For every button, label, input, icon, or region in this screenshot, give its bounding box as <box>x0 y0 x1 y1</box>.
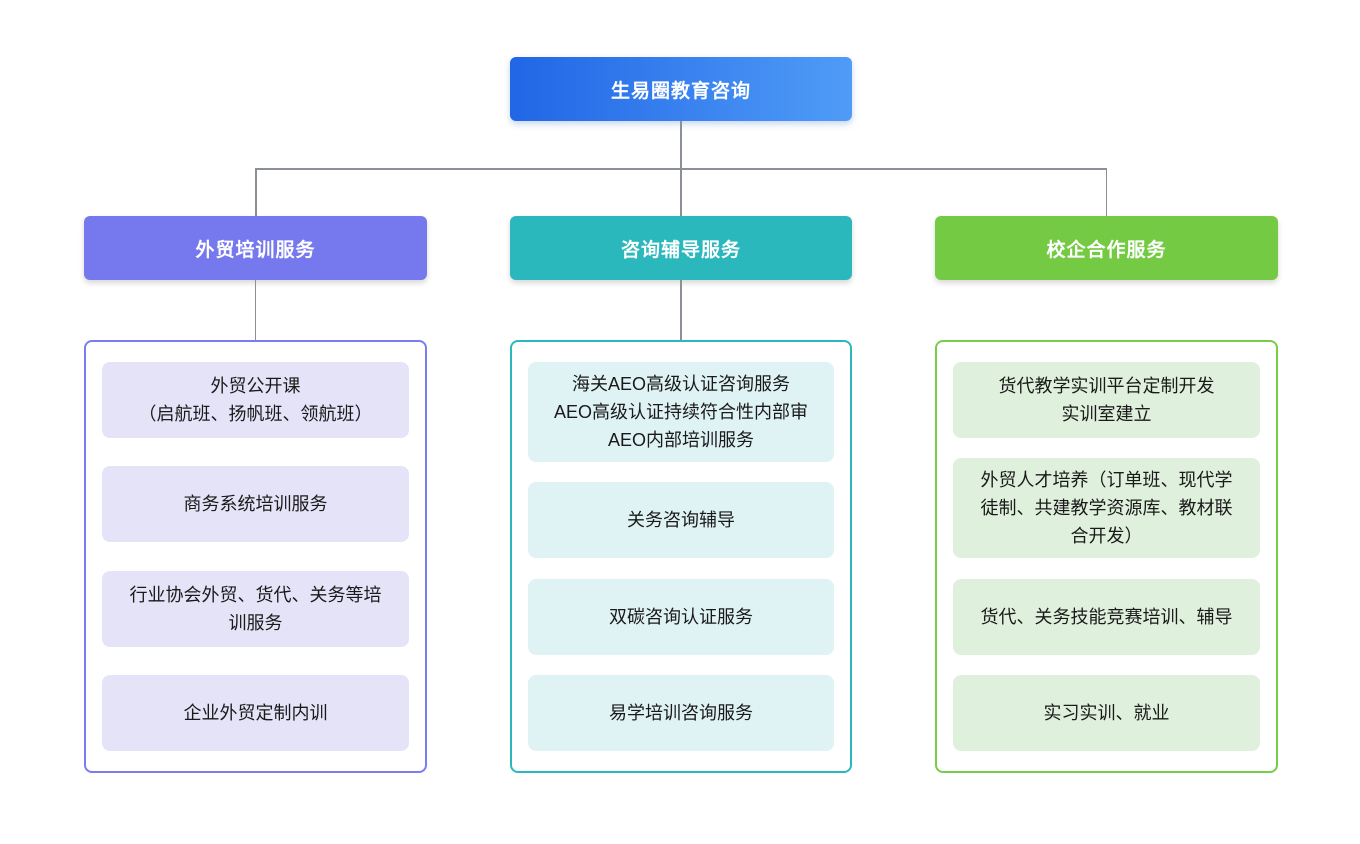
header-panel-connector <box>84 280 427 340</box>
service-item-label: 企业外贸定制内训 <box>183 702 328 723</box>
branch-foreign-trade-training: 外贸培训服务 外贸公开课 （启航班、扬帆班、领航班） 商务系统培训服务 行业协会… <box>84 216 427 773</box>
service-item[interactable]: 货代教学实训平台定制开发 实训室建立 <box>953 362 1260 438</box>
service-item-label: 商务系统培训服务 <box>183 494 328 515</box>
service-item-label: 外贸公开课 （启航班、扬帆班、领航班） <box>138 376 373 424</box>
branch-school-enterprise-cooperation: 校企合作服务 货代教学实训平台定制开发 实训室建立 外贸人才培养（订单班、现代学… <box>935 216 1278 773</box>
branch-items-panel: 外贸公开课 （启航班、扬帆班、领航班） 商务系统培训服务 行业协会外贸、货代、关… <box>84 340 427 773</box>
branch-header-label: 咨询辅导服务 <box>620 239 741 261</box>
branch-consulting-coaching: 咨询辅导服务 海关AEO高级认证咨询服务 AEO高级认证持续符合性内部审 AEO… <box>510 216 852 773</box>
service-item[interactable]: 外贸公开课 （启航班、扬帆班、领航班） <box>102 362 409 438</box>
branch-header[interactable]: 外贸培训服务 <box>84 216 427 280</box>
branch-items-panel: 货代教学实训平台定制开发 实训室建立 外贸人才培养（订单班、现代学徒制、共建教学… <box>935 340 1278 773</box>
connector-root-vertical <box>680 121 682 169</box>
service-item-label: 易学培训咨询服务 <box>609 702 753 723</box>
service-item-label: 货代教学实训平台定制开发 实训室建立 <box>998 376 1215 424</box>
service-item[interactable]: 双碳咨询认证服务 <box>528 578 834 655</box>
root-node-label: 生易圈教育咨询 <box>610 80 751 102</box>
service-item[interactable]: 企业外贸定制内训 <box>102 674 409 751</box>
branch-header-label: 外贸培训服务 <box>195 239 316 261</box>
branch-header[interactable]: 咨询辅导服务 <box>510 216 852 280</box>
service-item-label: 关务咨询辅导 <box>627 510 735 531</box>
service-item[interactable]: 易学培训咨询服务 <box>528 674 834 751</box>
service-item[interactable]: 外贸人才培养（订单班、现代学徒制、共建教学资源库、教材联合开发） <box>953 458 1260 559</box>
service-item[interactable]: 实习实训、就业 <box>953 674 1260 751</box>
header-panel-gap <box>935 280 1278 340</box>
service-item-label: 实习实训、就业 <box>1043 702 1170 723</box>
branch-header[interactable]: 校企合作服务 <box>935 216 1278 280</box>
service-item-label: 海关AEO高级认证咨询服务 AEO高级认证持续符合性内部审 AEO内部培训服务 <box>553 374 808 450</box>
connector-right-vertical <box>1105 168 1107 216</box>
root-node[interactable]: 生易圈教育咨询 <box>510 57 852 121</box>
connector-line <box>254 280 257 340</box>
service-item[interactable]: 关务咨询辅导 <box>528 482 834 559</box>
branch-header-label: 校企合作服务 <box>1046 239 1167 261</box>
connector-left-vertical <box>255 168 257 216</box>
service-item-label: 货代、关务技能竞赛培训、辅导 <box>980 606 1233 627</box>
service-item[interactable]: 货代、关务技能竞赛培训、辅导 <box>953 578 1260 655</box>
connector-line <box>680 280 682 340</box>
service-item[interactable]: 行业协会外贸、货代、关务等培训服务 <box>102 570 409 647</box>
header-panel-connector <box>510 280 852 340</box>
service-item-label: 双碳咨询认证服务 <box>609 606 753 627</box>
service-item-label: 行业协会外贸、货代、关务等培训服务 <box>129 584 382 633</box>
service-item[interactable]: 海关AEO高级认证咨询服务 AEO高级认证持续符合性内部审 AEO内部培训服务 <box>528 362 834 462</box>
connector-middle-vertical <box>680 168 682 216</box>
service-item[interactable]: 商务系统培训服务 <box>102 466 409 543</box>
branch-items-panel: 海关AEO高级认证咨询服务 AEO高级认证持续符合性内部审 AEO内部培训服务 … <box>510 340 852 773</box>
service-item-label: 外贸人才培养（订单班、现代学徒制、共建教学资源库、教材联合开发） <box>980 470 1233 547</box>
